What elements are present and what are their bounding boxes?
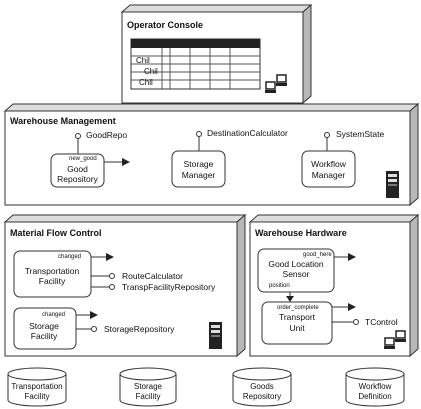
event-new-good: new_good <box>69 156 97 162</box>
port-routecalculator: RouteCalculator <box>122 271 183 281</box>
console-row-3: Chil <box>139 78 153 87</box>
transportation-facility-label-2: Facility <box>39 276 66 286</box>
event-changed-transport: changed <box>58 254 81 260</box>
db-label-2b: Facility <box>136 392 161 401</box>
db-label-1b: Facility <box>25 392 50 401</box>
port-transpfacilityrepository: TranspFacilityRepository <box>122 282 216 292</box>
database-transportation-facility: Transportation Facility <box>7 367 67 407</box>
sensor-position-label: position <box>269 283 290 289</box>
db-label-3a: Goods <box>250 382 274 391</box>
computer-icon <box>384 330 406 349</box>
event-changed-storage: changed <box>42 312 65 318</box>
storage-facility-label-1: Storage <box>29 321 59 331</box>
operator-console-box: Operator Console Chil Chil Chil <box>120 3 313 105</box>
good-repository-label-2: Repository <box>57 174 98 184</box>
transport-unit-component: order_complete Transport Unit TControl <box>261 301 398 345</box>
good-location-sensor-component: good_here Good Location Sensor position <box>257 248 356 302</box>
good-repository-label-1: Good <box>67 164 88 174</box>
server-icon <box>386 171 399 198</box>
storage-facility-label-2: Facility <box>31 331 58 341</box>
transport-unit-label-1: Transport <box>279 312 316 322</box>
event-order-complete: order_complete <box>277 305 319 311</box>
port-tcontrol: TControl <box>365 317 398 327</box>
workflow-manager-label-1: Workflow <box>311 159 347 169</box>
server-icon <box>209 322 222 349</box>
material-flow-control-title: Material Flow Control <box>10 228 102 238</box>
workflow-manager-component: SystemState Workflow Manager <box>301 129 384 188</box>
db-label-4b: Definition <box>358 392 391 401</box>
storage-facility-component: changed Storage Facility StorageReposito… <box>13 307 175 350</box>
storage-manager-label-1: Storage <box>184 159 214 169</box>
warehouse-management-title: Warehouse Management <box>10 116 116 126</box>
material-flow-control-box: Material Flow Control changed Transporta… <box>3 213 247 358</box>
transportation-facility-label-1: Transportation <box>25 266 80 276</box>
db-label-4a: Workflow <box>359 382 392 391</box>
down-arrow-icon <box>286 296 294 302</box>
operator-console-title: Operator Console <box>127 20 203 30</box>
sensor-label-1: Good Location <box>268 259 324 269</box>
transportation-facility-component: changed Transportation Facility RouteCal… <box>13 250 216 298</box>
storage-manager-label-2: Manager <box>182 170 216 180</box>
database-goods-repository: Goods Repository <box>232 367 292 407</box>
computer-icon <box>265 74 287 93</box>
port-goodrepo: GoodRepo <box>86 130 127 140</box>
warehouse-management-box: Warehouse Management GoodRepo new_good G… <box>3 102 420 207</box>
port-storagerepository: StorageRepository <box>104 324 175 334</box>
sensor-label-2: Sensor <box>283 269 310 279</box>
warehouse-hardware-box: Warehouse Hardware good_here Good Locati… <box>248 213 420 358</box>
port-destinationcalculator: DestinationCalculator <box>207 128 288 138</box>
database-workflow-definition: Workflow Definition <box>345 367 405 407</box>
database-storage-facility: Storage Facility <box>119 367 177 407</box>
console-table: Chil Chil Chil <box>130 38 261 90</box>
good-repository-component: GoodRepo new_good Good Repository <box>50 130 130 188</box>
port-systemstate: SystemState <box>336 129 384 139</box>
event-good-here: good_here <box>303 252 332 258</box>
transport-unit-label-2: Unit <box>289 323 305 333</box>
console-row-1: Chil <box>136 56 150 65</box>
storage-manager-component: DestinationCalculator Storage Manager <box>171 128 288 188</box>
console-row-2: Chil <box>144 67 158 76</box>
db-label-2a: Storage <box>134 382 163 391</box>
db-label-1a: Transportation <box>11 382 62 391</box>
warehouse-hardware-title: Warehouse Hardware <box>255 228 347 238</box>
db-label-3b: Repository <box>243 392 281 401</box>
workflow-manager-label-2: Manager <box>312 170 346 180</box>
